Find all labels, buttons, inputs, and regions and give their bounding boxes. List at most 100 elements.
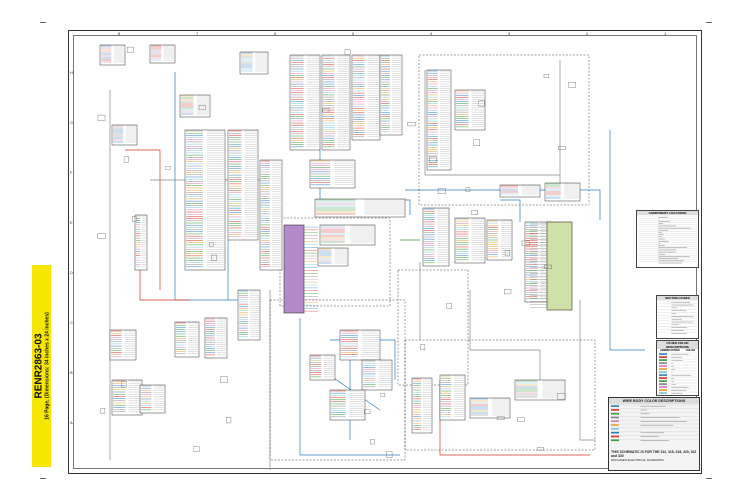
device-symbol-36 [504, 250, 510, 257]
connector-block-37 [239, 51, 269, 75]
color-row-swatch-12 [659, 389, 667, 391]
ruler-left-6: C [70, 320, 73, 325]
title-block: WIRE BODY COLOR DESCRIPTIONS THIS SCHEMA… [608, 397, 700, 471]
device-symbol-18 [568, 82, 576, 88]
connector-block-17 [317, 247, 349, 267]
device-symbol-13 [380, 393, 386, 397]
ruler-left-8: A [70, 420, 73, 425]
color-col-abbrev: ABBREVIATION [660, 349, 680, 352]
wire-color-row-swatch-2 [611, 412, 619, 415]
color-row-swatch-8 [659, 377, 667, 379]
device-symbol-11 [544, 264, 552, 269]
color-row-swatch-7 [659, 374, 667, 376]
connector-block-38 [179, 94, 211, 118]
device-symbol-26 [429, 156, 437, 163]
ruler-left-7: B [70, 370, 73, 375]
connector-block-9 [204, 317, 228, 359]
wire-color-row-swatch-8 [611, 435, 619, 438]
device-symbol-12 [386, 451, 393, 458]
component-blocks [97, 44, 596, 461]
wire-color-row-swatch-3 [611, 416, 619, 419]
wire-run-15 [579, 300, 595, 441]
device-symbol-7 [543, 74, 550, 78]
wire-run-9 [125, 149, 161, 290]
component-location-table: COMPONENT LOCATIONS [636, 210, 699, 268]
device-symbol-22 [496, 416, 505, 420]
color-row-swatch-9 [659, 380, 667, 382]
connector-block-1 [321, 54, 351, 151]
connector-block-12 [111, 379, 143, 416]
color-row-swatch-10 [659, 383, 667, 385]
device-symbol-17 [220, 376, 228, 383]
color-row-swatch-6 [659, 371, 667, 373]
device-symbol-4 [97, 233, 106, 239]
crop-mark-br [706, 478, 712, 479]
wire-run-16 [500, 199, 521, 222]
device-symbol-32 [420, 344, 426, 351]
connector-block-3 [379, 54, 403, 136]
device-symbol-6 [407, 122, 416, 127]
ruler-left-4: E [70, 220, 73, 225]
connector-block-4 [184, 129, 226, 271]
color-row-swatch-1 [659, 356, 667, 358]
device-symbol-28 [537, 447, 544, 451]
device-symbol-34 [225, 417, 232, 424]
ruler-top-2: 7 [196, 31, 199, 36]
crop-mark-bl [40, 478, 46, 479]
ruler-top-5: 4 [430, 31, 433, 36]
connector-block-24 [499, 184, 541, 198]
device-symbol-19 [198, 104, 206, 110]
section-code-table: SECTION CODES [656, 295, 699, 339]
schematic-note: THIS SCHEMATIC IS FOR THE 312, 315, 318,… [611, 450, 697, 458]
color-table-header: OTHER COLOR DESCRIPTIONS [657, 341, 698, 349]
ruler-top-3: 6 [274, 31, 277, 36]
title-block-header: WIRE BODY COLOR DESCRIPTIONS [609, 398, 699, 404]
ruler-left-3: F [70, 170, 73, 175]
ruler-left-5: D [70, 270, 73, 275]
device-symbol-0 [465, 187, 471, 192]
ecm-controller-block [283, 224, 305, 314]
device-symbol-27 [370, 439, 375, 445]
ruler-top-8: 1 [664, 31, 667, 36]
ruler-top-6: 3 [508, 31, 511, 36]
connector-block-32 [339, 329, 381, 361]
connector-block-10 [174, 321, 200, 358]
wire-run-3 [609, 130, 645, 351]
device-symbol-3 [473, 139, 480, 146]
device-symbol-16 [437, 188, 446, 194]
section-table-header: SECTION CODES [657, 296, 698, 300]
device-symbol-21 [132, 216, 137, 222]
wire-run-6 [299, 318, 400, 456]
section-boundary-3 [404, 339, 596, 451]
ruler-top-7: 2 [586, 31, 589, 36]
device-symbol-14 [558, 146, 566, 150]
device-symbol-30 [211, 254, 217, 261]
wire-run-10 [139, 230, 190, 301]
device-symbol-29 [517, 417, 525, 422]
device-symbol-38 [503, 288, 512, 295]
wire-run-4 [424, 70, 560, 176]
schematic-subnote: MACHINES ELECTRICAL SCHEMATIC [611, 458, 665, 462]
ruler-top-4: 5 [352, 31, 355, 36]
connector-block-0 [289, 54, 321, 151]
color-row-swatch-5 [659, 368, 667, 370]
device-symbol-9 [100, 408, 106, 414]
device-symbol-2 [557, 393, 566, 400]
connector-block-11 [109, 329, 137, 361]
device-symbol-24 [121, 381, 127, 388]
section-boundary-0 [418, 54, 590, 206]
device-symbol-23 [322, 108, 330, 113]
color-col-color: COLOR [685, 349, 695, 352]
wire-color-row-swatch-5 [611, 424, 619, 426]
device-symbol-39 [123, 156, 129, 163]
device-symbol-20 [364, 409, 371, 415]
section-table-rows [658, 300, 697, 334]
wire-color-row-swatch-0 [611, 405, 619, 407]
wire-color-rows [610, 404, 698, 442]
section-boundary-1 [397, 269, 469, 386]
color-row-swatch-4 [659, 365, 667, 367]
wire-color-row-swatch-4 [611, 420, 619, 423]
device-symbol-15 [97, 114, 106, 121]
color-row-swatch-0 [659, 353, 667, 355]
